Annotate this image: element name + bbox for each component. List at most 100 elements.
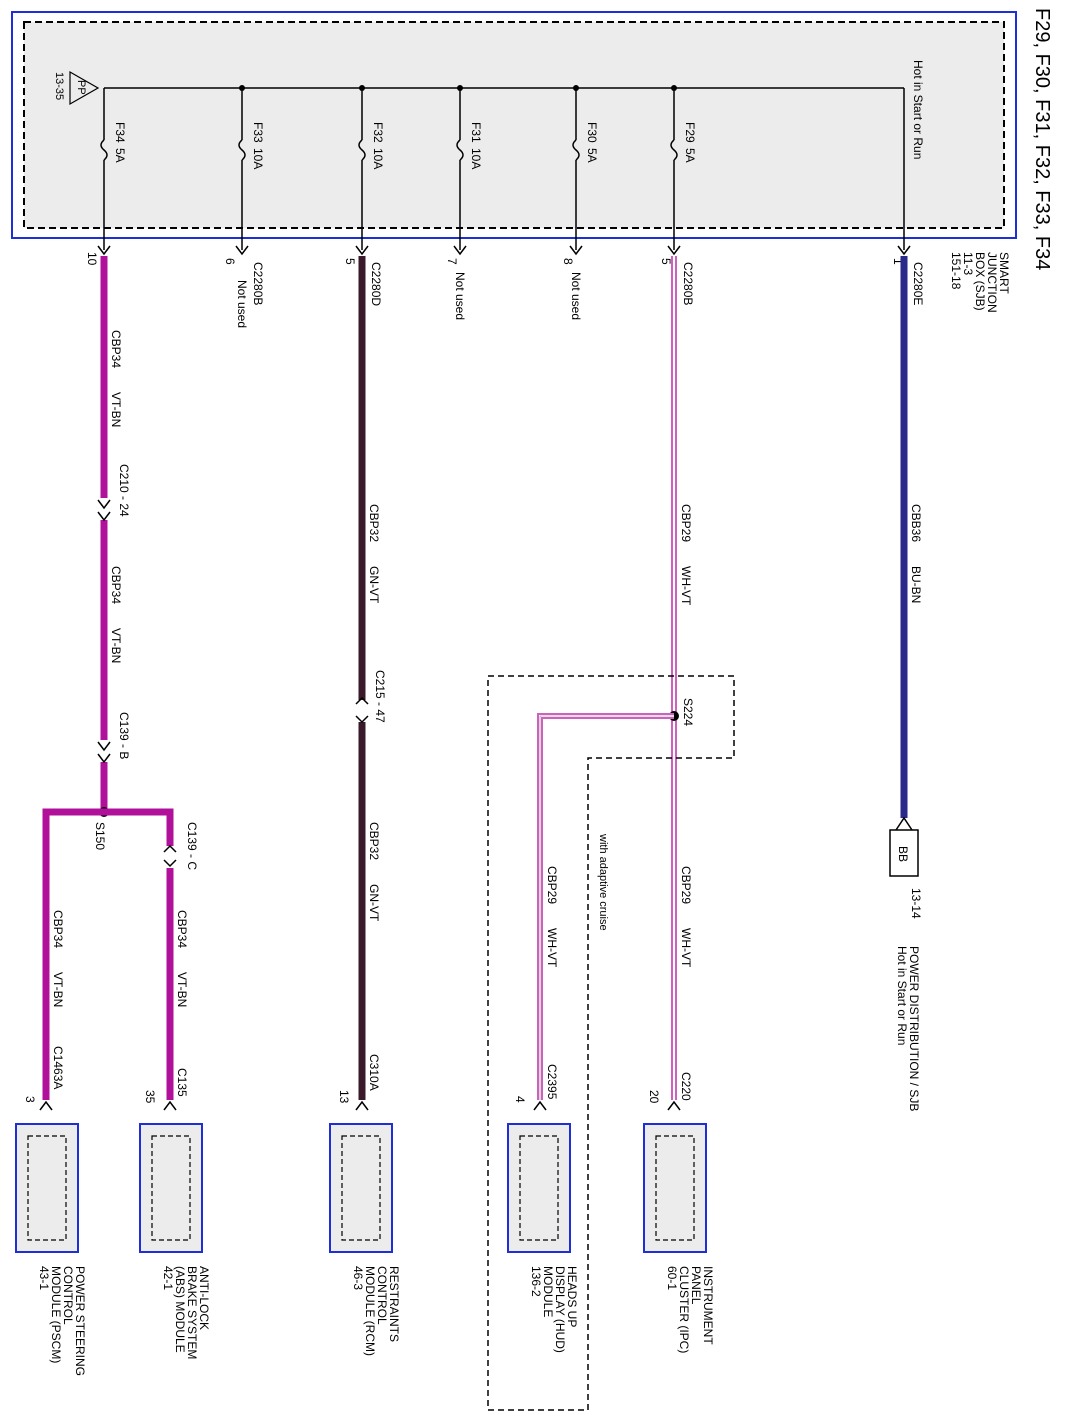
fuse-f31-rating: 10A xyxy=(469,148,483,169)
ground-ref: 13-35 xyxy=(53,72,65,100)
bb-connector xyxy=(889,829,919,877)
fuse-f34-name: F34 xyxy=(113,122,127,143)
module-ipc-connector: C220 xyxy=(679,1072,693,1101)
fuse-f31-name: F31 xyxy=(469,122,483,143)
wire-cbp34-abs xyxy=(104,808,174,1100)
module-ipc-pin: 20 xyxy=(647,1090,661,1104)
module-pscm-line-4: 43-1 xyxy=(37,1266,51,1290)
fuse-f34: F34 5A xyxy=(100,88,127,250)
module-hud-line-3: MODULE xyxy=(541,1266,555,1317)
module-abs-line-1: ANTI-LOCK xyxy=(197,1266,211,1330)
not-used-f30: Not used xyxy=(569,272,583,320)
wire-cbp34-circuit: CBP34 xyxy=(109,330,123,368)
bb-connector-label: BB xyxy=(896,846,910,862)
module-abs-line-2: BRAKE SYSTEM xyxy=(185,1266,199,1359)
fuse-f30: F30 5A xyxy=(572,85,599,250)
fuse-f31: F31 10A xyxy=(456,85,483,250)
module-hud-connector: C2395 xyxy=(545,1064,559,1100)
sjb-inner-box xyxy=(23,21,1005,229)
diagram-title: F29, F30, F31, F32, F33, F34 xyxy=(1031,8,1053,270)
sjb-name-line-2: JUNCTION xyxy=(985,252,999,313)
inline-connector-c215-label: C215 - 47 xyxy=(373,670,387,723)
wire-cbp29-ipc-circuit: CBP29 xyxy=(679,866,693,904)
connector-c2280b-a: C2280B xyxy=(681,262,695,305)
wire-cbp34-color: VT-BN xyxy=(109,392,123,427)
sjb-name-line-3: BOX (SJB) xyxy=(973,252,987,311)
sjb-name-line-5: 151-18 xyxy=(949,252,963,290)
bb-dest-line-1: POWER DISTRIBUTION / SJB xyxy=(907,946,921,1111)
wire-cbp29-ipc-color: WH-VT xyxy=(679,928,693,968)
sjb-name-line-4: 11-3 xyxy=(961,252,975,275)
pin-sjb-10: 10 xyxy=(85,252,99,266)
inline-connector-c139c-label: C139 - C xyxy=(185,822,199,870)
not-used-f31: Not used xyxy=(453,272,467,320)
inline-connector-c139c xyxy=(163,844,177,868)
module-pscm-connector: C1463A xyxy=(51,1046,65,1089)
module-pscm xyxy=(15,1123,79,1253)
wire-cbp32-rcm-circuit: CBP32 xyxy=(367,822,381,860)
connector-c2280d: C2280D xyxy=(369,262,383,306)
exit-chevrons xyxy=(97,245,911,256)
module-abs-line-4: 42-1 xyxy=(161,1266,175,1290)
module-rcm-line-2: CONTROL xyxy=(375,1266,389,1325)
module-hud-line-4: 136-2 xyxy=(529,1266,543,1297)
wire-cbp34-mid-circuit: CBP34 xyxy=(109,566,123,604)
module-rcm-line-4: 46-3 xyxy=(351,1266,365,1290)
option-label: with adaptive cruise xyxy=(597,833,609,931)
module-rcm-connector: C310A xyxy=(367,1054,381,1091)
module-abs-name: ANTI-LOCK BRAKE SYSTEM (ABS) MODULE 42-1 xyxy=(161,1266,211,1359)
connector-c2280e: C2280E xyxy=(911,262,925,305)
splice-s150-label: S150 xyxy=(93,822,107,850)
fuse-f32-rating: 10A xyxy=(371,148,385,169)
connector-c2280b-b: C2280B xyxy=(251,262,265,305)
bb-connector-arrow xyxy=(895,816,913,831)
ground-symbol xyxy=(69,70,100,106)
module-pscm-line-2: CONTROL xyxy=(61,1266,75,1325)
module-pscm-line-1: POWER STEERING xyxy=(73,1266,87,1376)
module-abs-connector: C135 xyxy=(175,1068,189,1097)
splice-s224-label: S224 xyxy=(681,698,695,726)
pin-sjb-1: 1 xyxy=(891,258,905,265)
wire-cbp29-color: WH-VT xyxy=(679,566,693,606)
module-ipc-line-3: CLUSTER (IPC) xyxy=(677,1266,691,1353)
module-abs xyxy=(139,1123,203,1253)
module-pscm-name: POWER STEERING CONTROL MODULE (PSCM) 43-… xyxy=(37,1266,87,1376)
bb-dest-line-2: Hot in Start or Run xyxy=(895,946,909,1045)
module-pscm-pin: 3 xyxy=(23,1096,37,1103)
wire-cbp29-hud-circuit: CBP29 xyxy=(545,866,559,904)
module-pscm-line-3: MODULE (PSCM) xyxy=(49,1266,63,1363)
fuse-f30-name: F30 xyxy=(585,122,599,143)
wire-cbp34-pscm xyxy=(42,808,104,1100)
module-hud-line-1: HEADS UP xyxy=(565,1266,579,1327)
bb-connector-ref: 13-14 xyxy=(909,888,923,919)
pin-sjb-7: 7 xyxy=(445,258,459,265)
fuse-f33-name: F33 xyxy=(251,122,265,143)
wire-cbb36-circuit: CBB36 xyxy=(909,504,923,542)
wire-cbp29-hud xyxy=(537,713,674,1100)
module-rcm-line-1: RESTRAINTS xyxy=(387,1266,401,1342)
wire-cbp34-mid-color: VT-BN xyxy=(109,628,123,663)
module-ipc-line-2: PANEL xyxy=(689,1266,703,1305)
option-box-adaptive-cruise xyxy=(487,675,735,1411)
wire-cbp32-circuit: CBP32 xyxy=(367,504,381,542)
sjb-name-line-1: SMART xyxy=(997,252,1011,294)
inline-connector-c215 xyxy=(355,696,369,724)
module-ipc xyxy=(643,1123,707,1253)
wire-cbp34-abs-circuit: CBP34 xyxy=(175,910,189,948)
module-hud-line-2: DISPLAY (HUD) xyxy=(553,1266,567,1353)
ground-symbol-label: PP xyxy=(75,80,87,95)
pin-sjb-8: 8 xyxy=(561,258,575,265)
bb-destination: POWER DISTRIBUTION / SJB Hot in Start or… xyxy=(895,946,921,1111)
wire-cbp34-abs-color: VT-BN xyxy=(175,972,189,1007)
module-ipc-line-4: 60-1 xyxy=(665,1266,679,1290)
module-hud xyxy=(507,1123,571,1253)
fuse-f34-rating: 5A xyxy=(113,148,127,163)
fuse-f30-rating: 5A xyxy=(585,148,599,163)
module-abs-line-3: (ABS) MODULE xyxy=(173,1266,187,1353)
fuse-f33: F33 10A xyxy=(238,85,265,250)
wire-cbp32-color: GN-VT xyxy=(367,566,381,604)
module-rcm xyxy=(329,1123,393,1253)
fuse-f29: F29 5A xyxy=(670,85,697,250)
sjb-name: SMART JUNCTION BOX (SJB) 11-3 151-18 xyxy=(949,252,1011,313)
